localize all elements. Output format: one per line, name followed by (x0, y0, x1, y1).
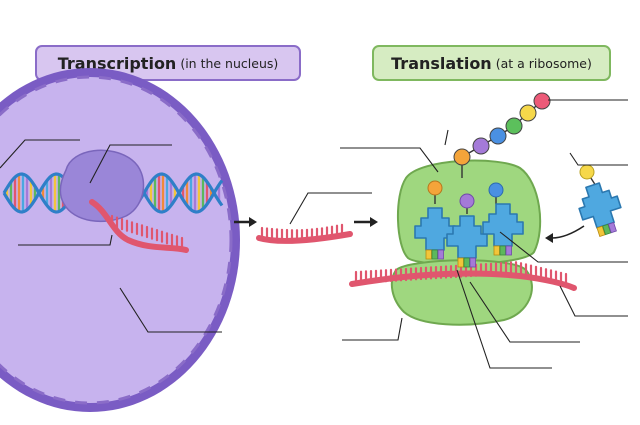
transcription-subtitle: (in the nucleus) (180, 55, 279, 71)
label-line-nucleoplasm (119, 287, 222, 333)
label-line-mrna-ribosome (559, 285, 628, 317)
trna-incoming (572, 164, 629, 241)
arrow-to-ribosome (354, 217, 378, 227)
transcription-title: Transcription (57, 53, 177, 73)
label-line-polymerase (89, 144, 172, 184)
amino-acid (533, 92, 551, 110)
amino-acid (505, 117, 523, 135)
label-line-trna (499, 231, 628, 263)
rna-polymerase (59, 149, 145, 223)
trna-ribosome-2 (446, 193, 488, 268)
label-line-incoming-trna (569, 152, 628, 166)
label-lines (0, 99, 628, 369)
amino-acid (472, 137, 490, 155)
arrow-to-mrna (234, 217, 257, 227)
translation-subtitle: (at a ribosome) (495, 55, 592, 71)
label-line-small-subunit (342, 317, 403, 341)
label-line-codon (469, 281, 580, 343)
incoming-arrow (545, 225, 585, 243)
translation-title-box: Translation (at a ribosome) (372, 45, 611, 81)
amino-acid (453, 148, 471, 166)
label-line-anticodon (456, 269, 552, 369)
polypeptide-chain (453, 92, 551, 178)
nascent-mrna (89, 199, 189, 253)
label-line-nuclear-envelope (0, 139, 80, 169)
mrna-transit (256, 223, 353, 244)
nucleus (0, 68, 240, 412)
label-line-mrna (289, 192, 372, 225)
trna-ribosome-3 (482, 182, 524, 256)
translation-title: Translation (391, 53, 492, 73)
label-line-ribosome (340, 147, 439, 173)
amino-acid (519, 104, 537, 122)
label-line-peptide-bond (444, 129, 449, 146)
label-line-template-dna (18, 234, 113, 246)
amino-acid (489, 127, 507, 145)
trna-ribosome-1 (414, 180, 456, 260)
